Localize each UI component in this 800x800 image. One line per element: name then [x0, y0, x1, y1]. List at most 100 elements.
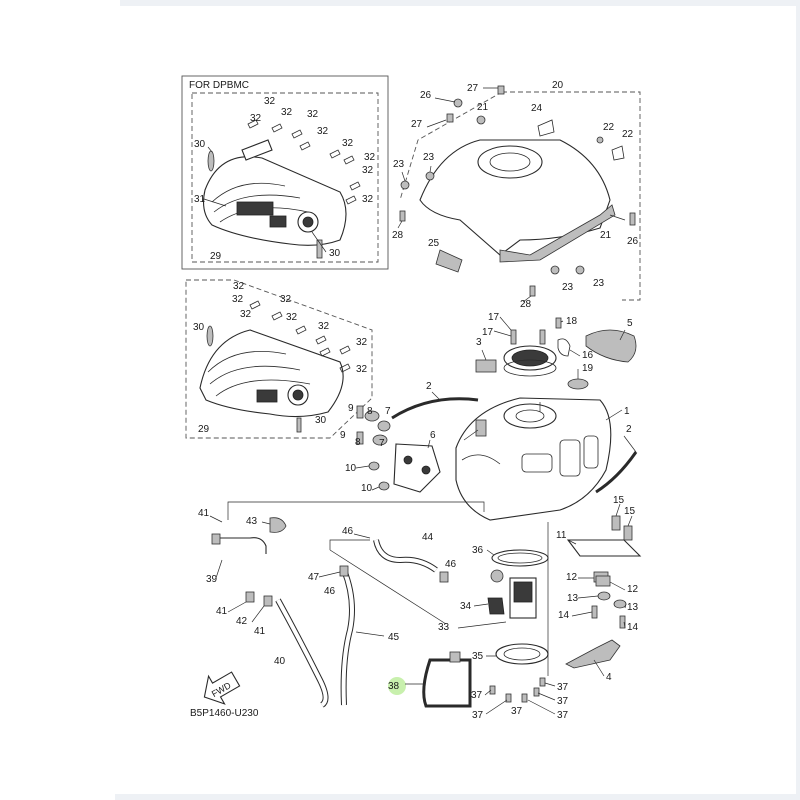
- upper-tank-cover-20: [419, 139, 611, 256]
- callout-30: 30: [315, 415, 327, 426]
- fitting-39: [216, 537, 267, 554]
- callout-3: 3: [476, 337, 482, 348]
- callout-32: 32: [232, 294, 244, 305]
- callout-18: 18: [566, 316, 578, 327]
- right-parts-group: 15 15 11 12 12 13 13 14 14 4: [556, 495, 642, 683]
- tank-window: [583, 435, 599, 469]
- part-24: [537, 119, 555, 137]
- filler-opening: [477, 145, 543, 179]
- highlight-dot: [388, 677, 406, 695]
- dpbmc-decal-31: [236, 201, 274, 216]
- bolt-15: [623, 525, 633, 541]
- callout-37: 37: [557, 710, 569, 721]
- part-18: [555, 317, 562, 329]
- callout-32: 32: [318, 321, 330, 332]
- callout-37: 37: [557, 696, 569, 707]
- collar-7: [377, 420, 391, 432]
- callout-15: 15: [613, 495, 625, 506]
- dpbmc-front-piece: [241, 139, 273, 161]
- callout-33: 33: [438, 622, 450, 633]
- screw-27: [497, 85, 505, 95]
- dpbmc-inset: FOR DPBMC 32 32 32 32 32 32 32 3: [181, 75, 389, 270]
- callout-27: 27: [411, 119, 423, 130]
- grommet-23: [550, 265, 560, 275]
- callout-23: 23: [393, 159, 405, 170]
- bolt-10: [368, 461, 380, 471]
- callout-27: 27: [467, 83, 479, 94]
- callout-32: 32: [233, 281, 245, 292]
- callout-12: 12: [627, 584, 639, 595]
- callout-21: 21: [600, 230, 612, 241]
- bolt-9: [356, 431, 364, 445]
- dpbmc-stripe-2: [213, 194, 301, 213]
- bolt-28: [399, 210, 406, 222]
- callout-32: 32: [317, 126, 329, 137]
- tank-filler-neck: [503, 403, 557, 429]
- cap-gasket: [503, 359, 557, 377]
- callout-32: 32: [362, 194, 374, 205]
- dpbmc-part-30-left: [207, 150, 215, 172]
- fuel-pump-connector: [490, 569, 504, 583]
- callout-26: 26: [420, 90, 432, 101]
- callout-12: 12: [566, 572, 578, 583]
- dpbmc-tank-cover: [203, 156, 347, 246]
- bolt-37: [521, 693, 528, 703]
- part-25: [435, 249, 463, 273]
- callout-10: 10: [361, 483, 373, 494]
- callout-32: 32: [264, 96, 276, 107]
- side-cover-piece: [499, 204, 616, 263]
- trim-2-right: [595, 451, 638, 494]
- forward-direction-arrow: FWD: [203, 671, 241, 705]
- bolt-26: [629, 212, 636, 226]
- callout-26: 26: [627, 236, 639, 247]
- standard-cover-dashframe: [185, 279, 373, 439]
- part-21: [476, 115, 486, 125]
- clamp-41: [263, 595, 273, 607]
- callout-42: 42: [236, 616, 248, 627]
- callout-7: 7: [379, 438, 385, 449]
- fuel-tank-1: [455, 397, 612, 521]
- part-19: [567, 378, 589, 390]
- callout-37: 37: [471, 690, 483, 701]
- callout-19: 19: [582, 363, 594, 374]
- grommet-23: [425, 171, 435, 181]
- callout-16: 16: [582, 350, 594, 361]
- catalog-code: B5P1460-U230: [190, 708, 259, 719]
- callout-8: 8: [367, 406, 373, 417]
- callout-32: 32: [362, 165, 374, 176]
- callout-24: 24: [531, 103, 543, 114]
- wire-34: [487, 597, 505, 615]
- bracket-3: [475, 419, 487, 437]
- clamp-46: [439, 571, 449, 583]
- dpbmc-clips: [247, 119, 361, 205]
- callout-17: 17: [488, 312, 500, 323]
- callout-14: 14: [558, 610, 570, 621]
- callout-10: 10: [345, 463, 357, 474]
- screw-27: [446, 113, 454, 123]
- callout-28: 28: [520, 299, 532, 310]
- callout-13: 13: [627, 602, 639, 613]
- fuel-pump-group: 36 34 33 35 38 37 37 37 37 37 37: [388, 522, 569, 721]
- mount-bracket-group: 9 8 7 9 8 7 6 10 10: [340, 403, 441, 494]
- callout-28: 28: [392, 230, 404, 241]
- callout-41: 41: [216, 606, 228, 617]
- hose-group: 41 43 46 44 39 47 46 46 41 42 41 40 45: [198, 501, 485, 708]
- part-22: [596, 136, 604, 144]
- clamp-41: [245, 591, 255, 603]
- callout-29: 29: [210, 251, 222, 262]
- bracket-11: [566, 539, 642, 557]
- bolt-37: [489, 685, 496, 695]
- trim-2-left: [391, 397, 479, 420]
- callout-25: 25: [428, 238, 440, 249]
- callout-45: 45: [388, 632, 400, 643]
- callout-29: 29: [198, 424, 210, 435]
- callout-35: 35: [472, 651, 484, 662]
- tank-window: [559, 439, 581, 477]
- callout-31: 31: [194, 194, 206, 205]
- callout-32: 32: [280, 294, 292, 305]
- tank-window: [521, 453, 553, 473]
- damper-8: [364, 410, 380, 422]
- callout-39: 39: [206, 574, 218, 585]
- fuel-pump-bracket-38: [422, 658, 472, 708]
